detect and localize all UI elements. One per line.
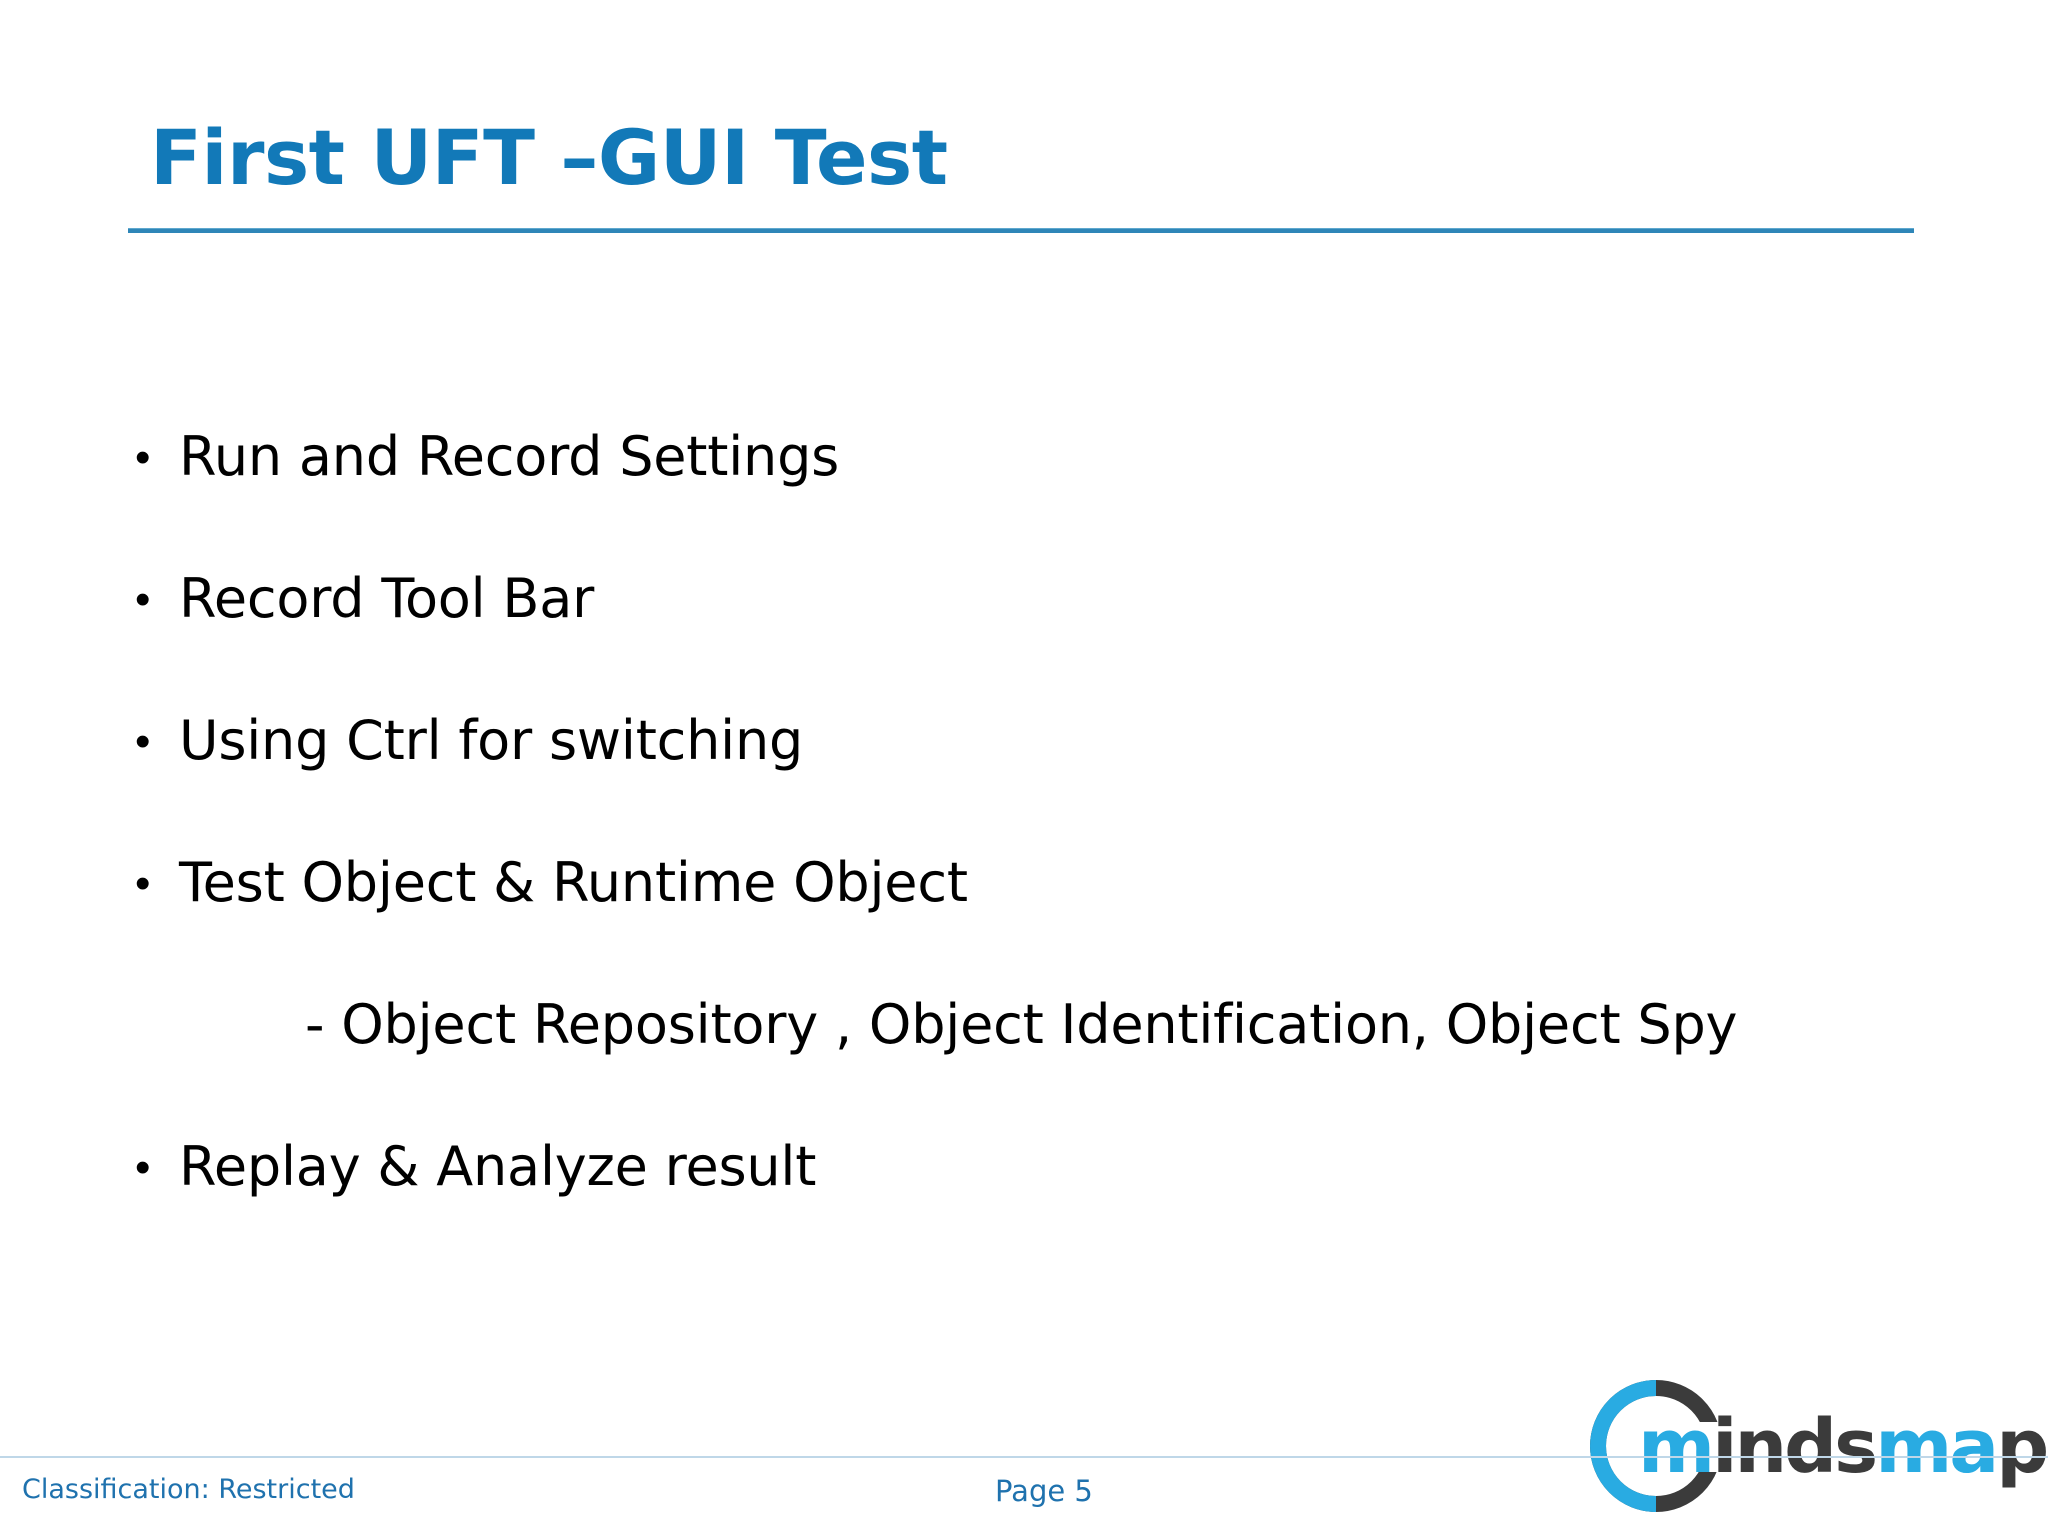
bullet-marker-icon: • [135, 575, 151, 624]
list-item-label: Record Tool Bar [179, 567, 595, 630]
list-item: • Replay & Analyze result [135, 1140, 1885, 1194]
list-item: • Test Object & Runtime Object [135, 856, 1885, 910]
list-item: • Using Ctrl for switching [135, 714, 1885, 768]
list-item: • Record Tool Bar [135, 572, 1885, 626]
list-item-label: Run and Record Settings [179, 425, 840, 488]
list-item-label: Using Ctrl for switching [179, 709, 804, 772]
footer-classification-label: Classification: Restricted [22, 1474, 355, 1505]
list-item-label: Test Object & Runtime Object [179, 851, 968, 914]
logo-icon: mindsmapped [1590, 1380, 2048, 1512]
sub-list-item-label: - Object Repository , Object Identificat… [305, 993, 1738, 1056]
bullet-marker-icon: • [135, 1143, 151, 1192]
page-title: First UFT –GUI Test [150, 113, 948, 202]
list-item: • Run and Record Settings [135, 430, 1885, 484]
bullet-marker-icon: • [135, 859, 151, 908]
mindsmapped-logo: mindsmapped [1578, 1372, 2048, 1522]
sub-list-item: - Object Repository , Object Identificat… [135, 998, 1885, 1052]
title-divider [128, 228, 1914, 233]
footer-page-number: Page 5 [995, 1474, 1093, 1508]
logo-text-s-m: m [1875, 1404, 1949, 1490]
bullet-marker-icon: • [135, 433, 151, 482]
logo-text-pped: pped [1996, 1404, 2048, 1490]
title-block: First UFT –GUI Test [128, 118, 1918, 198]
svg-text:mindsmapped: mindsmapped [1638, 1404, 2048, 1490]
logo-text-m1: m [1638, 1404, 1712, 1490]
bullet-list: • Run and Record Settings • Record Tool … [135, 430, 1885, 1194]
logo-text-inds: inds [1712, 1404, 1875, 1490]
bullet-marker-icon: • [135, 717, 151, 766]
list-item-label: Replay & Analyze result [179, 1135, 817, 1198]
footer-bar: Classification: Restricted Page 5 [0, 1456, 2048, 1536]
logo-text-a: a [1949, 1404, 1996, 1490]
